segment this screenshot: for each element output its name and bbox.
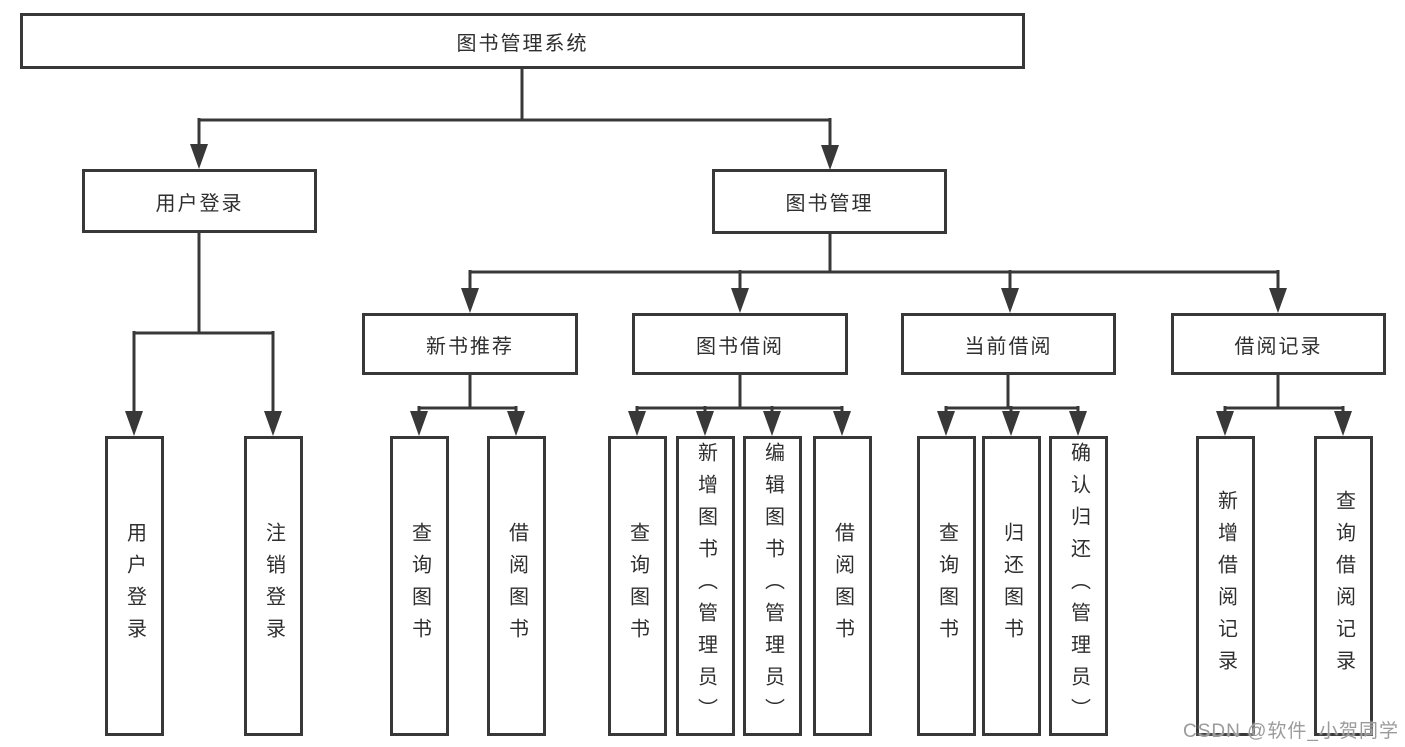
leaf-label: 查询图书 <box>408 522 431 650</box>
leaf-label: 用户登录 <box>123 522 146 650</box>
node-leaf-query-books-borrowing: 查询图书 <box>608 436 667 736</box>
node-borrowing-records: 借阅记录 <box>1171 313 1386 375</box>
leaf-label: 确认归还（管理员） <box>1067 442 1090 730</box>
node-leaf-logout: 注销登录 <box>244 436 303 736</box>
connector-new-book-recommend-children <box>410 375 525 436</box>
leaf-label: 借阅图书 <box>831 522 854 650</box>
leaf-label: 查询图书 <box>935 522 958 650</box>
node-leaf-add-borrow-record: 新增借阅记录 <box>1196 436 1255 736</box>
node-current-borrowing: 当前借阅 <box>901 313 1116 375</box>
node-book-management: 图书管理 <box>712 169 947 234</box>
csdn-watermark: CSDN @软件_小贺同学 <box>1183 721 1399 742</box>
node-leaf-query-books-recommend: 查询图书 <box>390 436 449 736</box>
connector-book-borrowing-children <box>628 375 851 436</box>
node-leaf-borrow-books: 借阅图书 <box>813 436 872 736</box>
leaf-label: 新增借阅记录 <box>1214 490 1237 682</box>
connector-root-to-level2 <box>190 69 839 170</box>
node-library-management-system: 图书管理系统 <box>20 13 1025 69</box>
leaf-label: 借阅图书 <box>505 522 528 650</box>
node-leaf-edit-book-admin: 编辑图书（管理员） <box>743 436 802 736</box>
node-leaf-confirm-return-admin: 确认归还（管理员） <box>1049 436 1108 736</box>
node-leaf-borrow-books-recommend: 借阅图书 <box>487 436 546 736</box>
node-user-login-group: 用户登录 <box>82 169 317 233</box>
node-leaf-return-book: 归还图书 <box>982 436 1041 736</box>
node-leaf-query-books-current: 查询图书 <box>917 436 976 736</box>
leaf-label: 注销登录 <box>262 522 285 650</box>
leaf-label: 新增图书（管理员） <box>694 442 717 730</box>
connector-current-borrowing-children <box>937 375 1087 436</box>
node-new-book-recommend: 新书推荐 <box>362 313 578 375</box>
leaf-label: 查询图书 <box>626 522 649 650</box>
leaf-label: 归还图书 <box>1000 522 1023 650</box>
connector-book-management-to-level3 <box>461 234 1287 313</box>
leaf-label: 查询借阅记录 <box>1332 490 1355 682</box>
node-book-borrowing: 图书借阅 <box>632 313 848 375</box>
leaf-label: 编辑图书（管理员） <box>761 442 784 730</box>
node-leaf-user-login: 用户登录 <box>105 436 164 736</box>
connector-borrowing-records-children <box>1216 375 1352 436</box>
node-leaf-query-borrow-record: 查询借阅记录 <box>1314 436 1373 736</box>
connector-user-login-children <box>125 233 282 436</box>
node-leaf-add-book-admin: 新增图书（管理员） <box>676 436 735 736</box>
